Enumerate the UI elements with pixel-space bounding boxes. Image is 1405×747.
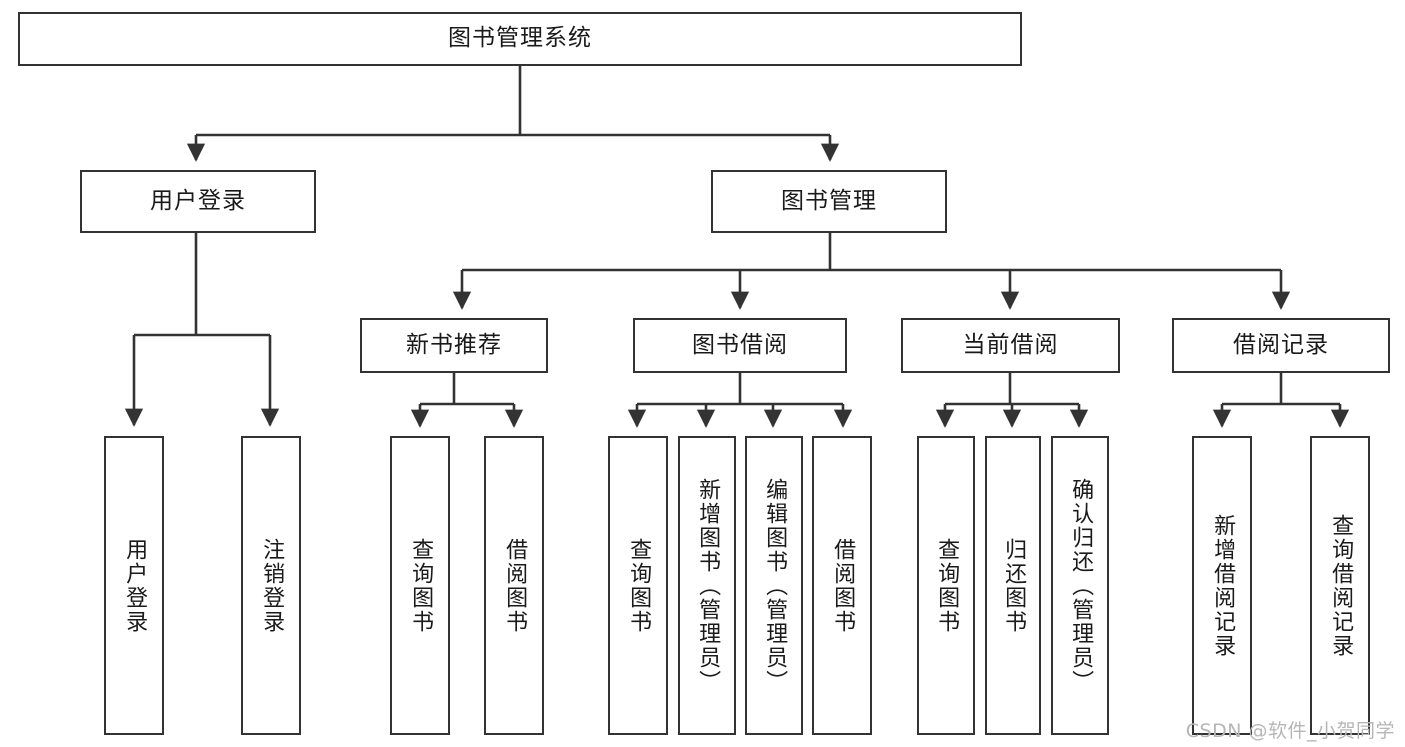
- leaf-book-borrow-edit[interactable]: 编辑图书（管理员）: [745, 436, 803, 735]
- node-label: 借阅图书: [830, 537, 856, 634]
- node-root-system[interactable]: 图书管理系统: [18, 12, 1022, 66]
- leaf-new-book-query[interactable]: 查询图书: [390, 436, 450, 735]
- node-label: 借阅图书: [502, 537, 528, 634]
- node-label: 确认归还（管理员）: [1068, 477, 1094, 694]
- leaf-user-login-logout[interactable]: 注销登录: [241, 436, 301, 735]
- leaf-book-borrow-add[interactable]: 新增图书（管理员）: [678, 436, 736, 735]
- node-label: 借阅记录: [1233, 331, 1329, 358]
- node-label: 查询图书: [408, 537, 434, 634]
- leaf-borrow-record-query[interactable]: 查询借阅记录: [1310, 436, 1370, 735]
- leaf-current-borrow-confirm-return[interactable]: 确认归还（管理员）: [1051, 436, 1109, 735]
- node-label: 归还图书: [1001, 537, 1027, 634]
- node-label: 用户登录: [122, 537, 148, 634]
- node-book-management[interactable]: 图书管理: [711, 170, 947, 233]
- csdn-watermark: CSDN @软件_小贺同学: [1185, 720, 1395, 742]
- node-label: 查询借阅记录: [1328, 513, 1354, 658]
- leaf-book-borrow-query[interactable]: 查询图书: [608, 436, 668, 735]
- leaf-current-borrow-return[interactable]: 归还图书: [985, 436, 1041, 735]
- node-label: 查询图书: [934, 537, 960, 634]
- node-label: 图书管理: [781, 187, 877, 214]
- leaf-borrow-record-add[interactable]: 新增借阅记录: [1192, 436, 1252, 735]
- node-current-borrow[interactable]: 当前借阅: [901, 318, 1120, 373]
- node-label: 新增图书（管理员）: [695, 477, 721, 694]
- node-user-login[interactable]: 用户登录: [80, 170, 316, 233]
- node-new-book-recommend[interactable]: 新书推荐: [360, 318, 548, 373]
- node-label: 编辑图书（管理员）: [762, 477, 788, 694]
- leaf-current-borrow-query[interactable]: 查询图书: [917, 436, 975, 735]
- node-book-borrow[interactable]: 图书借阅: [633, 318, 847, 373]
- node-label: 新书推荐: [406, 331, 502, 358]
- node-label: 用户登录: [150, 187, 246, 214]
- node-borrow-record[interactable]: 借阅记录: [1172, 318, 1390, 373]
- leaf-new-book-borrow[interactable]: 借阅图书: [484, 436, 544, 735]
- node-label: 查询图书: [626, 537, 652, 634]
- leaf-user-login-login[interactable]: 用户登录: [104, 436, 164, 735]
- node-label: 新增借阅记录: [1210, 513, 1236, 658]
- leaf-book-borrow-borrow[interactable]: 借阅图书: [812, 436, 872, 735]
- node-label: 当前借阅: [962, 331, 1059, 358]
- node-label: 图书借阅: [692, 331, 788, 358]
- node-label: 图书管理系统: [448, 25, 592, 52]
- node-label: 注销登录: [259, 537, 285, 634]
